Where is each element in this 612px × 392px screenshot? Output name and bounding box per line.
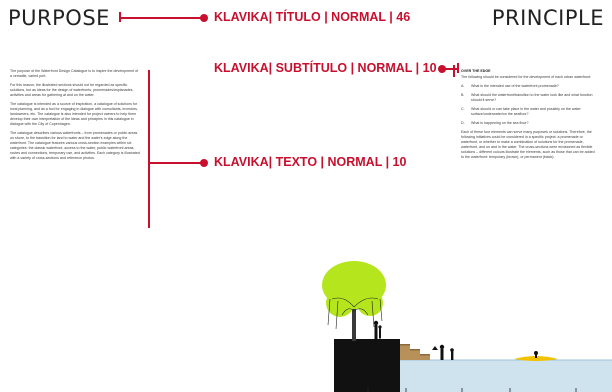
principle-text-column: OVER THE EDGE The following should be co…	[461, 69, 597, 164]
list-item-text: What is happening on the sea floor?	[471, 121, 529, 125]
annotation-dot	[438, 65, 446, 73]
annotation-connector-line	[444, 68, 458, 70]
font-spec-text-label: KLAVIKA| TEXTO | NORMAL | 10	[214, 155, 407, 169]
intro-paragraph: The following should be considered for t…	[461, 75, 592, 79]
font-spec-text-annotation: KLAVIKA| TEXTO | NORMAL | 10	[148, 155, 406, 169]
body-paragraph: The catalogue describes various waterfro…	[10, 131, 140, 160]
closing-paragraph: Each of these four elements can serve ma…	[461, 130, 595, 159]
list-item: C. What should or can take place in the w…	[461, 107, 597, 117]
steps-edge-lines	[400, 344, 430, 356]
kayak-icon	[514, 351, 558, 361]
list-item-letter: D.	[461, 121, 465, 125]
waterfront-cross-section-illustration	[322, 261, 612, 392]
annotation-end-tick	[457, 63, 459, 73]
list-item-text: What is the intended use of the waterfro…	[471, 84, 559, 88]
quay-block	[334, 343, 400, 392]
font-spec-subtitle-annotation: KLAVIKA| SUBTÍTULO | NORMAL | 10	[214, 61, 459, 75]
annotation-dot	[200, 14, 208, 22]
people-silhouettes-icon	[373, 320, 454, 360]
body-paragraph: For this reason, the illustrated section…	[10, 83, 134, 97]
list-item-letter: C.	[461, 107, 465, 111]
list-item-letter: B.	[461, 93, 465, 97]
question-list: A. What is the intended use of the waterf…	[461, 84, 597, 126]
body-paragraph: The purpose of the Waterfront Design Cat…	[10, 69, 139, 78]
section-subtitle: OVER THE EDGE	[461, 69, 491, 73]
list-item-text: What should the waterfront/transition to…	[471, 93, 593, 102]
text-column-bracket	[148, 70, 150, 228]
font-spec-title-annotation: KLAVIKA| TÍTULO | NORMAL | 46	[119, 10, 410, 24]
purpose-text-column: The purpose of the Waterfront Design Cat…	[10, 69, 140, 165]
annotation-connector-line	[148, 162, 204, 164]
subtitle-bracket	[453, 65, 455, 77]
list-item: A. What is the intended use of the waterf…	[461, 84, 597, 89]
annotation-dot	[200, 159, 208, 167]
font-spec-title-label: KLAVIKA| TÍTULO | NORMAL | 46	[214, 10, 411, 24]
list-item: D. What is happening on the sea floor?	[461, 121, 597, 126]
list-item: B. What should the waterfront/transition …	[461, 93, 597, 103]
water-surface	[400, 360, 612, 392]
page-title-principle: PRINCIPLE	[491, 6, 604, 30]
annotation-end-tick	[119, 12, 121, 22]
wooden-steps	[400, 344, 430, 360]
list-item-letter: A.	[461, 84, 465, 88]
quay-deck	[334, 339, 400, 344]
willow-tree-icon	[322, 261, 386, 341]
body-paragraph: The catalogue is intended as a source of…	[10, 102, 138, 126]
page-title-purpose: PURPOSE	[8, 6, 110, 30]
section-grid-marks	[367, 388, 577, 392]
list-item-text: What should or can take place in the wat…	[471, 107, 581, 116]
annotation-connector-line	[120, 17, 204, 19]
font-spec-subtitle-label: KLAVIKA| SUBTÍTULO | NORMAL | 10	[214, 61, 437, 75]
